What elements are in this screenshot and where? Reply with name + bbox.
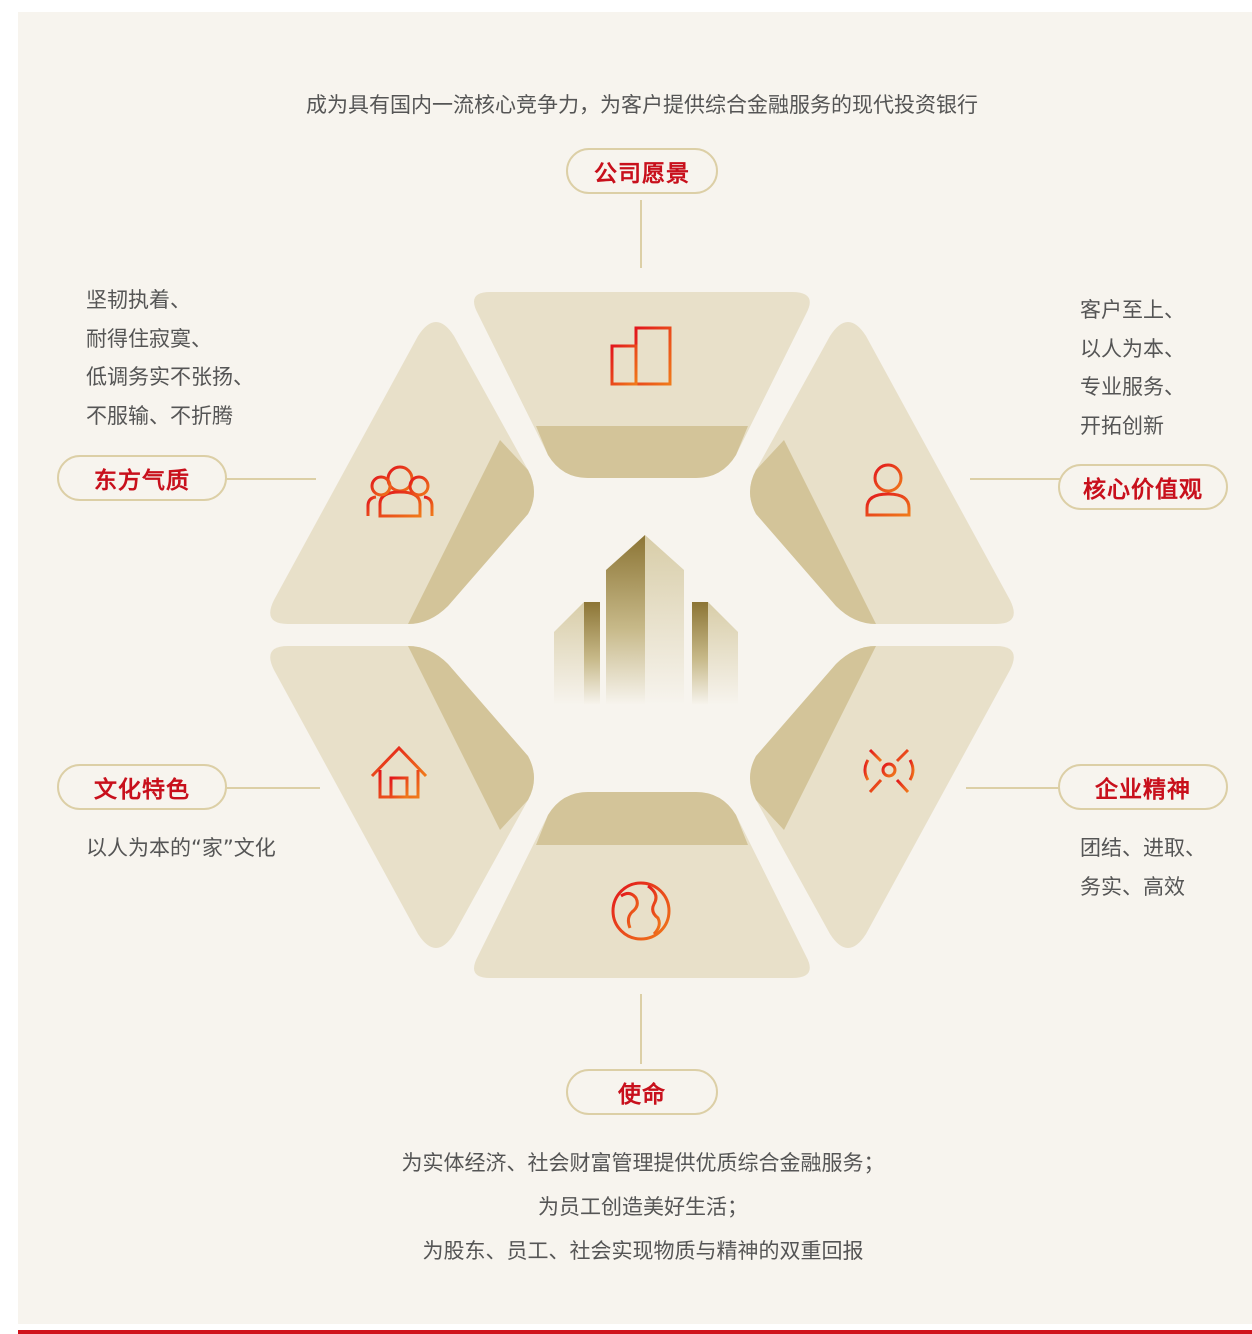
spirit-title: 企业精神 <box>1095 777 1191 803</box>
mission-line: 为员工创造美好生活； <box>538 1195 748 1219</box>
temperament-line: 坚韧执着、 <box>86 288 191 312</box>
core-values-title: 核心价值观 <box>1083 477 1203 503</box>
mission-line: 为实体经济、社会财富管理提供优质综合金融服务； <box>401 1151 885 1175</box>
spirit-lines: 团结、进取、 务实、高效 <box>1080 829 1206 906</box>
connector-temperament <box>226 478 316 480</box>
connector-culture <box>226 787 320 789</box>
mission-lines: 为实体经济、社会财富管理提供优质综合金融服务； 为员工创造美好生活； 为股东、员… <box>18 1141 1252 1273</box>
connector-spirit <box>966 787 1060 789</box>
temperament-line: 不服输、不折腾 <box>86 403 233 428</box>
segment-bottom <box>474 792 810 978</box>
building-icon <box>610 326 672 386</box>
connector-vision <box>640 200 642 268</box>
bottom-accent-bar <box>18 1330 1252 1334</box>
temperament-line: 耐得住寂寞、 <box>86 326 212 351</box>
culture-pill: 文化特色 <box>57 764 227 810</box>
vision-text: 成为具有国内一流核心竞争力，为客户提供综合金融服务的现代投资银行 <box>306 93 978 117</box>
temperament-title: 东方气质 <box>94 468 190 494</box>
house-icon <box>370 745 428 799</box>
spirit-line: 团结、进取、 <box>1080 836 1206 860</box>
segment-upper-left <box>270 322 534 624</box>
temperament-lines: 坚韧执着、 耐得住寂寞、 低调务实不张扬、 不服输、不折腾 <box>86 281 254 435</box>
mission-title: 使命 <box>618 1082 666 1108</box>
core-values-line: 开拓创新 <box>1080 413 1164 438</box>
temperament-line: 低调务实不张扬、 <box>86 365 254 389</box>
connector-core-values <box>970 478 1060 480</box>
spirit-line: 务实、高效 <box>1080 874 1185 899</box>
vision-pill: 公司愿景 <box>566 148 718 194</box>
core-values-lines: 客户至上、 以人为本、 专业服务、 开拓创新 <box>1080 291 1185 445</box>
spirit-pill: 企业精神 <box>1058 764 1228 810</box>
core-values-line: 客户至上、 <box>1080 298 1185 322</box>
skyscraper-logo <box>554 535 738 705</box>
mission-pill: 使命 <box>566 1069 718 1115</box>
connector-mission <box>640 994 642 1064</box>
temperament-pill: 东方气质 <box>57 455 227 501</box>
core-values-pill: 核心价值观 <box>1058 464 1228 510</box>
globe-icon <box>611 881 671 941</box>
mission-line: 为股东、员工、社会实现物质与精神的双重回报 <box>422 1239 864 1263</box>
segment-upper-right <box>750 322 1014 624</box>
culture-text: 以人为本的“家”文化 <box>86 836 276 860</box>
person-icon <box>865 463 911 517</box>
core-values-line: 专业服务、 <box>1080 375 1185 399</box>
spirit-burst-icon <box>863 748 915 794</box>
group-icon <box>366 465 434 518</box>
core-values-line: 以人为本、 <box>1080 336 1185 361</box>
culture-title: 文化特色 <box>94 777 190 803</box>
vision-title: 公司愿景 <box>594 161 690 187</box>
segment-lower-right <box>750 646 1014 948</box>
